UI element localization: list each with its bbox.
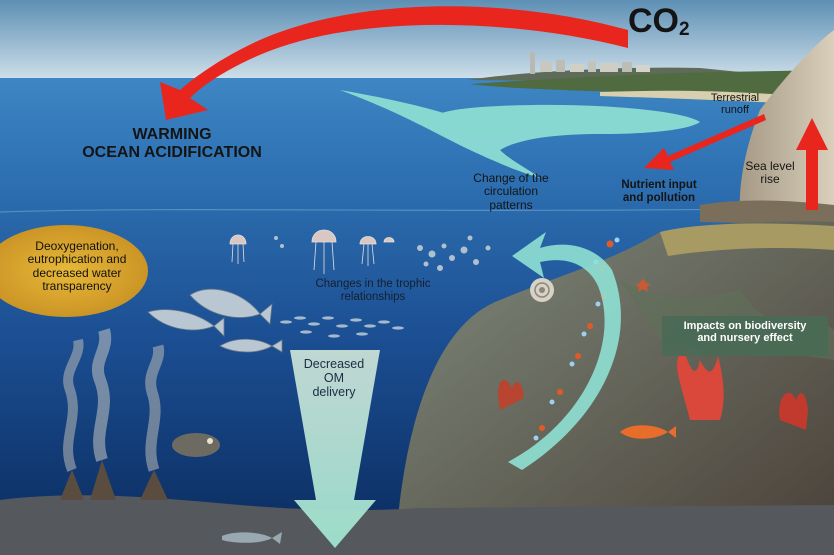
om-delivery-arrow <box>290 350 380 548</box>
deep-fish-icon <box>172 433 220 457</box>
cliff-base <box>700 200 834 225</box>
hydrothermal-vent-icon <box>60 328 168 500</box>
nutrient-arrow <box>644 114 766 170</box>
warming-acidification-label: WARMING OCEAN ACIDIFICATION <box>82 126 262 161</box>
biodiversity-impacts-label: Impacts on biodiversity and nursery effe… <box>683 320 807 345</box>
sea-level-rise-label: Sea level rise <box>745 159 795 187</box>
snail-shell-icon <box>530 278 554 302</box>
deoxygenation-badge <box>0 225 148 317</box>
plankton-cluster <box>274 235 491 271</box>
trophic-changes-label: Changes in the trophic relationships <box>315 278 431 303</box>
nutrient-input-label: Nutrient input and pollution <box>621 179 697 204</box>
om-delivery-label: Decreased OM delivery <box>303 357 365 399</box>
bottom-fish-icon <box>222 532 282 544</box>
reef-fish-icon <box>620 425 676 439</box>
water-surface-line <box>0 207 834 213</box>
circulation-arrow <box>340 90 700 178</box>
beach <box>600 90 800 104</box>
fish-icon <box>147 288 283 353</box>
circulation-change-label: Change of the circulation patterns <box>473 171 549 212</box>
small-fish-school <box>280 316 404 338</box>
upwelling-arrow <box>508 232 621 470</box>
coast-land <box>470 70 834 100</box>
coral-icon <box>498 350 808 430</box>
co2-label: CO2 <box>628 2 690 40</box>
seafloor <box>0 495 834 555</box>
deoxygenation-label: Deoxygenation, eutrophication and decrea… <box>27 239 127 294</box>
reef-shelf <box>660 223 834 256</box>
starfish-icon <box>635 278 651 292</box>
jellyfish-icon <box>229 229 395 274</box>
sea-level-arrow <box>796 118 828 210</box>
warming-arrow <box>160 6 628 120</box>
co2-subscript: 2 <box>679 19 690 40</box>
biodiversity-badge <box>662 316 828 356</box>
terrestrial-runoff-label: Terrestrial runoff <box>710 92 760 117</box>
